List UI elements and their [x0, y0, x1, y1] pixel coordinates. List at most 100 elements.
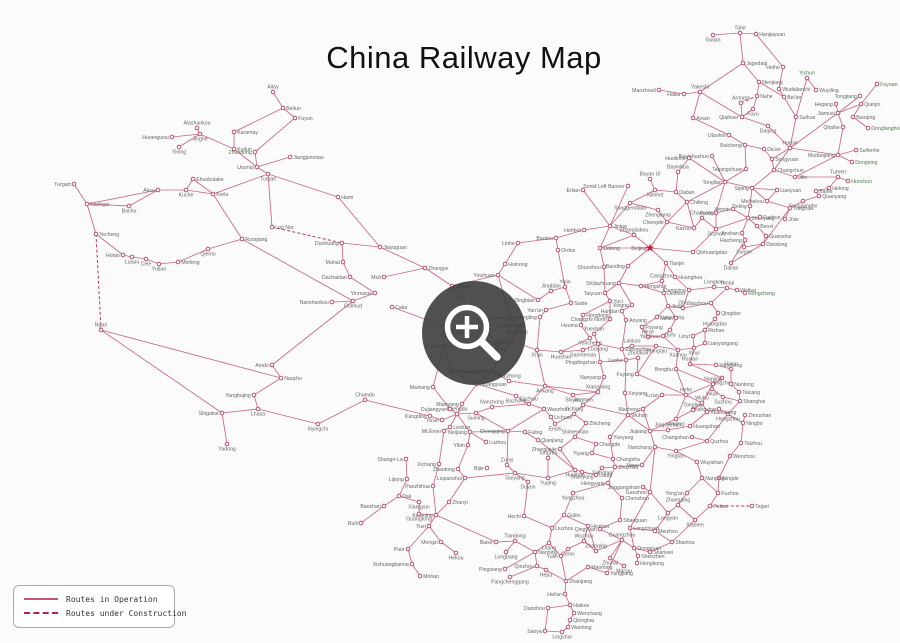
- city-label: Xinyu: [626, 463, 639, 469]
- city-node: [580, 187, 586, 193]
- city-node: [548, 414, 554, 420]
- city-label: Songjianghe: [789, 204, 818, 210]
- legend-label-operation: Routes in Operation: [66, 594, 158, 604]
- route-line: [658, 89, 685, 95]
- city-node: [713, 362, 719, 368]
- city-label: Manzhouli: [632, 88, 656, 94]
- route-line: [701, 217, 717, 230]
- route-line: [667, 305, 677, 319]
- route-line: [657, 209, 668, 223]
- route-line: [789, 200, 804, 209]
- city-label: Jingmen: [573, 398, 593, 404]
- route-line: [762, 207, 791, 245]
- city-label: Xinmin: [714, 207, 730, 213]
- route-line: [515, 395, 530, 405]
- route-line: [675, 394, 687, 420]
- route-line: [682, 302, 712, 309]
- route-line: [686, 181, 726, 203]
- route-line: [712, 32, 741, 36]
- city-label: Yingtan: [667, 454, 685, 460]
- city-node: [433, 512, 439, 518]
- route-line: [441, 413, 458, 421]
- city-node: [422, 265, 428, 271]
- city-label: Shimenxian: [561, 430, 588, 436]
- route-line: [177, 248, 209, 263]
- route-line: [428, 525, 442, 543]
- route-line: [514, 472, 549, 479]
- city-node: [833, 101, 839, 107]
- city-label: Zunyi: [501, 458, 514, 464]
- city-label: Suining: [467, 416, 484, 422]
- city-label: Xichang: [417, 462, 436, 468]
- magnifier-part: [477, 337, 501, 361]
- route-line: [253, 377, 282, 396]
- route-line: [207, 238, 243, 250]
- city-node: [711, 284, 717, 290]
- city-node: [194, 125, 200, 131]
- city-node: [562, 284, 568, 290]
- city-label: Fuyu: [747, 112, 759, 118]
- zoom-in-magnifier-icon[interactable]: [422, 281, 526, 385]
- city-label: Wuyishan: [700, 460, 723, 466]
- city-label: Longkou: [704, 280, 724, 286]
- route-line: [704, 318, 716, 331]
- route-line: [567, 540, 585, 550]
- route-line: [424, 267, 453, 287]
- route-line: [456, 412, 477, 415]
- city-label: Ankang: [536, 389, 554, 395]
- route-line: [599, 528, 623, 541]
- city-label: Sanmenxia: [570, 353, 596, 359]
- city-label: Pingxiang: [479, 567, 502, 573]
- city-node: [727, 453, 733, 459]
- city-label: Hezhou: [591, 524, 609, 530]
- city-node: [549, 525, 555, 531]
- route-line: [642, 408, 651, 432]
- route-line: [691, 436, 708, 442]
- city-node: [760, 241, 766, 247]
- route-line: [523, 481, 529, 517]
- city-node: [638, 283, 644, 289]
- city-label: Hepu: [540, 573, 553, 579]
- city-node: [675, 347, 681, 353]
- route-line: [554, 413, 575, 425]
- city-node: [578, 322, 584, 328]
- city-label: Tongjiang: [835, 94, 857, 100]
- route-line: [685, 383, 714, 396]
- city-label: Nenjiang: [762, 80, 783, 86]
- city-node: [278, 375, 284, 381]
- route-line: [599, 519, 621, 530]
- city-node: [93, 231, 99, 237]
- city-node: [265, 171, 271, 177]
- city-label: Qianjiang: [541, 438, 563, 444]
- route-line: [692, 228, 717, 253]
- city-node: [619, 537, 625, 543]
- route-line: [694, 505, 711, 521]
- city-node: [269, 224, 275, 230]
- city-label: Tongling: [683, 403, 702, 409]
- city-label: Arongqi: [732, 96, 750, 102]
- city-node: [526, 401, 532, 407]
- route-line: [407, 525, 430, 550]
- route-line: [802, 195, 820, 202]
- city-label: Beijing: [631, 246, 647, 252]
- city-node: [835, 152, 841, 158]
- city-label: Changde: [599, 442, 620, 448]
- route-line: [773, 169, 796, 178]
- city-label: Shiyan: [565, 398, 581, 404]
- city-label: Yuxi: [416, 524, 426, 530]
- route-line: [241, 238, 354, 302]
- city-label: Yinmaxia: [351, 291, 372, 297]
- city-label: Chifeng: [690, 200, 708, 206]
- route-line: [661, 262, 667, 282]
- city-node: [599, 465, 605, 471]
- route-line: [729, 442, 742, 457]
- city-label: Guanshui: [769, 234, 791, 240]
- route-line: [621, 319, 627, 350]
- city-label: Tiandong: [504, 534, 526, 540]
- city-label: Yanzhou: [640, 334, 660, 340]
- city-node: [725, 411, 731, 417]
- route-line: [547, 469, 576, 479]
- city-node: [835, 174, 841, 180]
